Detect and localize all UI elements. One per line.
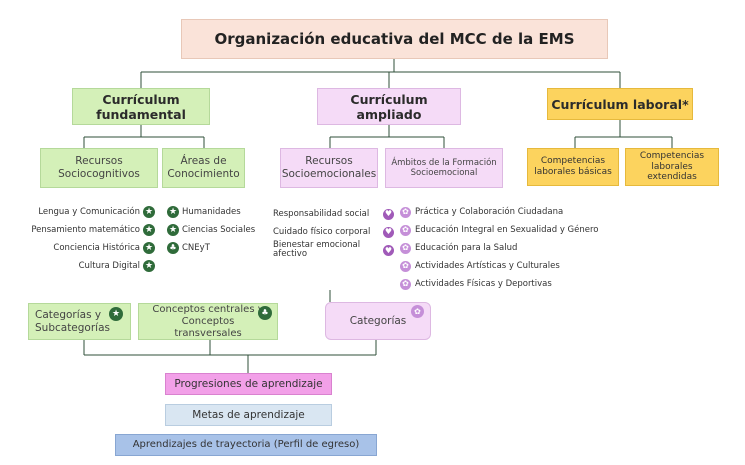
list-item: Pensamiento matemático★ <box>31 224 155 236</box>
gear-icon: ✿ <box>400 260 411 272</box>
conceptos-box: Conceptos centrales y Conceptos transver… <box>138 303 278 340</box>
star-icon: ★ <box>143 260 155 272</box>
ambitos-formacion: Ámbitos de la Formación Socioemocional <box>385 148 503 188</box>
diagram-title: Organización educativa del MCC de la EMS <box>181 19 608 59</box>
list-item: ✿Educación Integral en Sexualidad y Géne… <box>400 221 620 239</box>
star-icon: ★ <box>109 307 123 321</box>
curriculum-ampliado: Currículum ampliado <box>317 88 461 125</box>
list-item: ✿Actividades Físicas y Deportivas <box>400 275 620 293</box>
tree-icon: ♣ <box>167 242 179 254</box>
gear-icon: ✿ <box>400 242 411 254</box>
tree-icon: ♣ <box>258 306 272 320</box>
star-icon: ★ <box>167 224 179 236</box>
list-item: ♣CNEyT <box>164 239 264 257</box>
list-item: Cultura Digital★ <box>78 260 155 272</box>
list-item: Responsabilidad social♥ <box>273 208 394 220</box>
star-icon: ★ <box>143 242 155 254</box>
heart-icon: ♥ <box>383 244 394 256</box>
heart-icon: ♥ <box>383 226 394 238</box>
list-item: Cuidado físico corporal♥ <box>273 226 394 238</box>
curriculum-fundamental: Currículum fundamental <box>72 88 210 125</box>
list-item: Bienestar emocional afectivo♥ <box>273 240 394 259</box>
gear-icon: ✿ <box>400 278 411 290</box>
areas-conocimiento: Áreas de Conocimiento <box>162 148 245 188</box>
star-icon: ★ <box>143 224 155 236</box>
list-item: ★Ciencias Sociales <box>167 224 256 236</box>
list-item: ✿Actividades Artísticas y Culturales <box>400 257 620 275</box>
socioemocionales-list: Responsabilidad social♥ Cuidado físico c… <box>273 205 398 259</box>
areas-list: ★Humanidades ★Ciencias Sociales ♣CNEyT <box>164 203 264 257</box>
star-icon: ★ <box>167 206 179 218</box>
gear-icon: ✿ <box>400 224 411 236</box>
star-icon: ★ <box>143 206 155 218</box>
competencias-basicas: Competencias laborales básicas <box>527 148 619 186</box>
list-item: Lengua y Comunicación★ <box>38 206 155 218</box>
categorias-box: Categorías ✿ <box>325 302 431 340</box>
curriculum-laboral: Currículum laboral* <box>547 88 693 120</box>
list-item: ★Humanidades <box>167 206 241 218</box>
sociocognitivos-list: Lengua y Comunicación★ Pensamiento matem… <box>8 203 158 275</box>
gear-icon: ✿ <box>411 305 424 318</box>
list-item: ✿Educación para la Salud <box>400 239 620 257</box>
competencias-extendidas: Competencias laborales extendidas <box>625 148 719 186</box>
heart-icon: ♥ <box>383 208 394 220</box>
list-item: Conciencia Histórica★ <box>53 242 155 254</box>
ambitos-list: ✿Práctica y Colaboración Ciudadana ✿Educ… <box>400 203 620 293</box>
categorias-subcategorias: Categorías y Subcategorías ★ <box>28 303 131 340</box>
gear-icon: ✿ <box>400 206 411 218</box>
recursos-socioemocionales: Recursos Socioemocionales <box>280 148 378 188</box>
metas-box: Metas de aprendizaje <box>165 404 332 426</box>
aprendizajes-box: Aprendizajes de trayectoria (Perfil de e… <box>115 434 377 456</box>
recursos-sociocognitivos: Recursos Sociocognitivos <box>40 148 158 188</box>
progresiones-box: Progresiones de aprendizaje <box>165 373 332 395</box>
list-item: ✿Práctica y Colaboración Ciudadana <box>400 203 620 221</box>
